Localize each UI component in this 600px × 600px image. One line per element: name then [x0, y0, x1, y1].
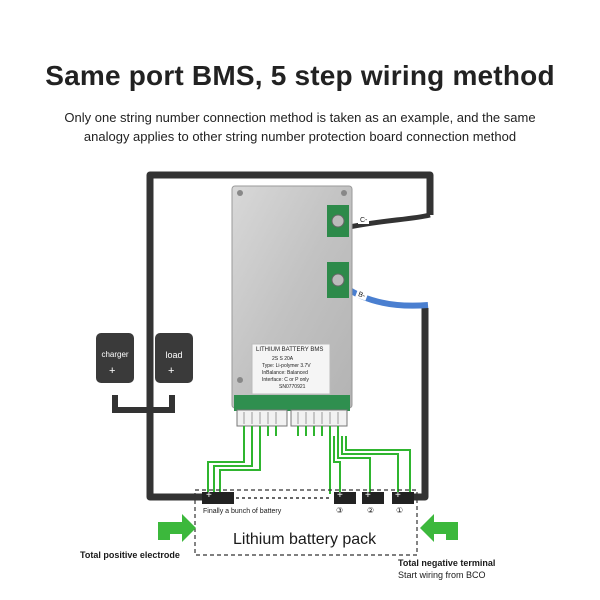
negative-wire: [412, 308, 429, 501]
cell-1-mark: ①: [396, 506, 404, 515]
battery-pack-label: Lithium battery pack: [233, 531, 377, 548]
c-minus-cable: [344, 212, 431, 231]
pcb-edge: [234, 395, 350, 411]
last-cell-plus: +: [206, 490, 212, 501]
balance-connector-left: [236, 409, 288, 427]
start-wiring-label: Start wiring from BCO: [398, 570, 486, 580]
charger-label: charger: [101, 350, 129, 359]
cell-3-mark: ③: [336, 506, 344, 515]
last-cell-label: Finally a bunch of battery: [203, 508, 282, 515]
bms-spec-line-3: InBalance: Balanced: [262, 370, 308, 376]
balance-wires: [207, 436, 411, 494]
cell-2-plus: +: [365, 490, 371, 501]
subtitle-line-2: analogy applies to other string number p…: [83, 129, 517, 144]
cell-1-plus: +: [395, 490, 401, 501]
positive-wire: [146, 171, 434, 501]
battery-cell-1: [392, 492, 414, 504]
charger-plus-sign: +: [109, 365, 116, 377]
load-plus-sign: +: [168, 365, 175, 377]
negative-arrow: [420, 514, 458, 542]
positive-arrow: [158, 514, 196, 542]
subtitle-line-1: Only one string number connection method…: [64, 110, 536, 125]
charger-box: [96, 333, 134, 383]
load-box: [155, 333, 193, 383]
battery-cell-2: [362, 492, 384, 504]
cell-2-mark: ②: [367, 506, 375, 515]
total-positive-label: Total positive electrode: [80, 550, 180, 560]
bms-spec-line-1: 2S S 20A: [272, 356, 294, 362]
cell-3-plus: +: [337, 490, 343, 501]
page-title: Same port BMS, 5 step wiring method: [45, 60, 555, 91]
battery-cell-last: [202, 492, 234, 504]
total-negative-label: Total negative terminal: [398, 558, 496, 568]
bms-label-title: LITHIUM BATTERY BMS: [256, 347, 324, 353]
b-minus-cable: [338, 280, 429, 309]
load-label: load: [165, 350, 183, 360]
battery-cell-3: [334, 492, 356, 504]
subtitle: Only one string number connection method…: [0, 108, 600, 146]
bms-spec-line-5: SN0770921: [279, 384, 306, 390]
bms-label-sticker: [251, 343, 331, 395]
bms-spec-line-2: Type: Li-polymer 3.7V: [262, 363, 311, 369]
battery-pack-outline: [194, 489, 418, 556]
bms-spec-line-4: Interface: C or P only: [262, 377, 309, 383]
balance-connector-right: [290, 409, 348, 427]
c-minus-label: C-: [358, 217, 370, 224]
